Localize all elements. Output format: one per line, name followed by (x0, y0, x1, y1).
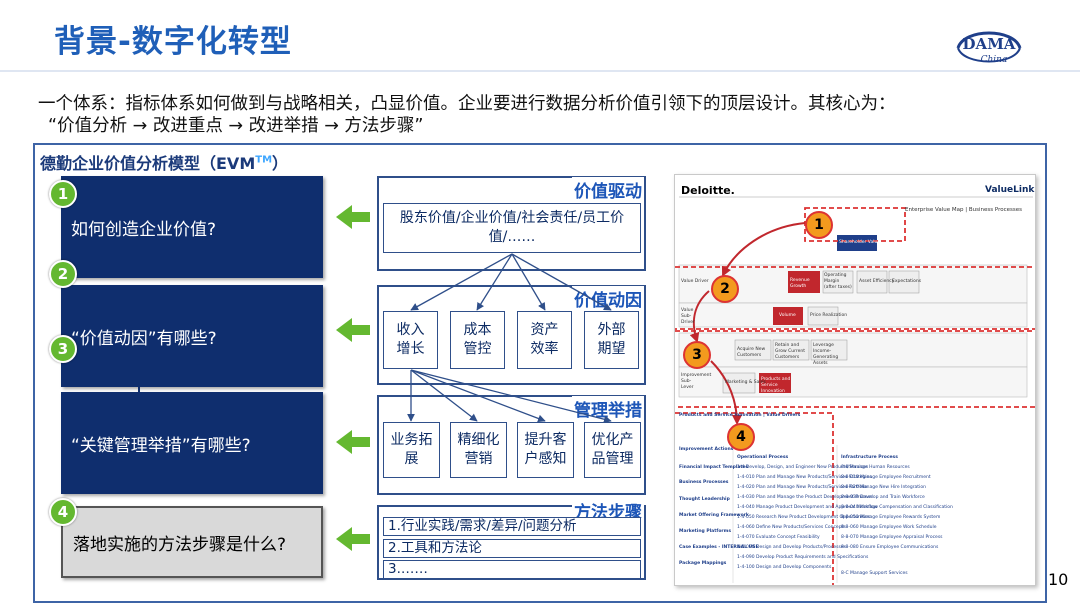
mid-item: 1-4-080 Design and Develop Products/Proc… (737, 545, 846, 550)
table-head-left: Improvement Actions (679, 447, 734, 452)
right-item: 8-8-030 Develop and Train Workforce (841, 495, 925, 500)
factor-box: 收入增长 (383, 311, 438, 369)
page-number: 10 (1048, 570, 1069, 589)
left-item: Financial Impact Templates (679, 465, 749, 470)
measure-box: 精细化营销 (450, 422, 507, 478)
left-item: Thought Leadership (679, 497, 730, 502)
mid-item: 1-4-030 Plan and Manage the Product Deve… (737, 495, 873, 500)
question-badge-1: 1 (49, 180, 77, 208)
model-title: 德勤企业价值分析模型（EVMTM） (40, 154, 289, 173)
mid-item: 1-4-010 Plan and Manage New Products/Ser… (737, 475, 872, 480)
node: Marketing & Sales (725, 380, 766, 385)
question-connector (138, 380, 140, 394)
table-head-right: Infrastructure Process (841, 455, 898, 460)
right-item: 8-8-060 Manage Employee Work Schedule (841, 525, 937, 530)
arrow-left-icon (336, 318, 370, 342)
right-item: 8-8-070 Manage Employee Appraisal Proces… (841, 535, 943, 540)
question-4-box: 落地实施的方法步骤是什么? (61, 506, 323, 578)
row-label: Improvement Sub-Lever (681, 373, 712, 390)
valuelink-document: Deloitte. ValueLink Enterprise Value Map… (674, 174, 1036, 586)
left-item: Market Offering Framework (679, 513, 749, 518)
question-1-box: 如何创造企业价值? (61, 176, 323, 278)
left-item: Package Mappings (679, 561, 727, 566)
question-2-box: “价值动因”有哪些? (61, 285, 323, 387)
doc-subnav: Enterprise Value Map | Business Processe… (905, 207, 1022, 213)
question-badge-4: 4 (49, 498, 77, 526)
question-badge-2: 2 (49, 260, 77, 288)
value-driver-title: 价值驱动 (572, 177, 644, 202)
doc-badge-1: 1 (805, 211, 833, 239)
arrow-left-icon (336, 205, 370, 229)
row-label: Value Driver (681, 279, 709, 284)
node: Price Realization (810, 313, 848, 318)
node: Operating Margin (after taxes) (824, 273, 852, 290)
question-3-text: “关键管理举措”有哪些? (71, 435, 251, 456)
node-shareholder-value: Shareholder Value (839, 240, 881, 245)
factor-box: 成本管控 (450, 311, 505, 369)
step-row: 3.…… (383, 560, 641, 579)
right-item: 8-8-080 Ensure Employee Communications (841, 545, 939, 550)
table-head-mid: Operational Process (737, 455, 789, 460)
step-row: 1.行业实践/需求/差异/问题分析 (383, 517, 641, 536)
mid-item: 1-4-090 Develop Product Requirements and… (737, 555, 869, 560)
intro-line-1: 一个体系：指标体系如何做到与战略相关，凸显价值。企业要进行数据分析价值引领下的顶… (38, 94, 896, 114)
node: Leverage Income-Generating Assets (813, 343, 839, 366)
node: Products and Service Innovation (761, 377, 791, 394)
mid-item: 1-4-070 Evaluate Concept Feasibility (737, 535, 820, 540)
factor-box: 资产效率 (517, 311, 572, 369)
question-3-box: “关键管理举措”有哪些? (61, 392, 323, 494)
right-item: 8-8-010 Manage Employee Recruitment (841, 475, 931, 480)
deloitte-logo: Deloitte. (681, 184, 735, 197)
node: Expectations (892, 279, 922, 284)
left-item: Marketing Platforms (679, 529, 732, 534)
doc-badge-3: 3 (683, 341, 711, 369)
logo-text: DAMA (963, 35, 1016, 53)
mid-item: 1-4-040 Manage Product Development and A… (737, 505, 878, 510)
row-label: Value Sub-Driver (681, 308, 695, 325)
arrow-left-icon (336, 430, 370, 454)
doc-badge-2: 2 (711, 275, 739, 303)
intro-text: 一个体系：指标体系如何做到与战略相关，凸显价值。企业要进行数据分析价值引领下的顶… (38, 93, 1048, 137)
intro-line-2: “价值分析 → 改进重点 → 改进举措 → 方法步骤” (48, 116, 424, 136)
factor-box: 外部期望 (584, 311, 639, 369)
mid-item: 1-4-100 Design and Develop Components (737, 565, 832, 570)
dama-logo: DAMA China (950, 18, 1028, 74)
measure-box: 业务拓展 (383, 422, 440, 478)
right-item: 8-8-040 Manage Compensation and Classifi… (841, 505, 953, 510)
node: Acquire New Customers (737, 347, 766, 358)
question-4-text: 落地实施的方法步骤是什么? (73, 534, 287, 555)
right-item: 8-8-050 Manage Employee Rewards System (841, 515, 941, 520)
question-2-text: “价值动因”有哪些? (71, 328, 217, 349)
section-head: Products and Service Innovation | Value … (679, 413, 801, 418)
right-item: 8-C Manage Support Services (841, 571, 908, 576)
logo-script: China (981, 55, 1008, 65)
valuelink-brand: ValueLink (985, 185, 1035, 195)
value-driver-box: 股东价值/企业价值/社会责任/员工价值/…… (383, 203, 641, 253)
page-title: 背景-数字化转型 (54, 24, 292, 60)
doc-badge-4: 4 (727, 423, 755, 451)
document-structure (675, 196, 1035, 585)
node: Volume (779, 313, 796, 318)
mid-item: 1-4-050 Research New Product Development… (737, 515, 871, 520)
mid-item: 1-4 Develop, Design, and Engineer New Pr… (737, 465, 869, 470)
node: Retain and Grow Current Customers (775, 343, 806, 360)
node: Revenue Growth (790, 278, 810, 289)
step-row: 2.工具和方法论 (383, 539, 641, 558)
question-badge-3: 3 (49, 335, 77, 363)
header-divider (0, 70, 1080, 72)
right-item: 8-8 Manage Human Resources (841, 465, 910, 470)
question-1-text: 如何创造企业价值? (71, 219, 217, 240)
node: Asset Efficiency (859, 279, 895, 284)
right-item: 8-8-020 Manage New Hire Integration (841, 485, 926, 490)
trademark: TM (255, 154, 273, 166)
mid-item: 1-4-060 Define New Products/Services Con… (737, 525, 846, 530)
left-item: Business Processes (679, 480, 729, 485)
measure-box: 优化产品管理 (584, 422, 641, 478)
left-item: Case Examples - INTERNAL USE (679, 545, 759, 550)
tree-connectors (407, 253, 612, 424)
arrow-left-icon (336, 527, 370, 551)
measure-box: 提升客户感知 (517, 422, 574, 478)
mid-item: 1-4-020 Plan and Manage New Products/Ser… (737, 485, 868, 490)
